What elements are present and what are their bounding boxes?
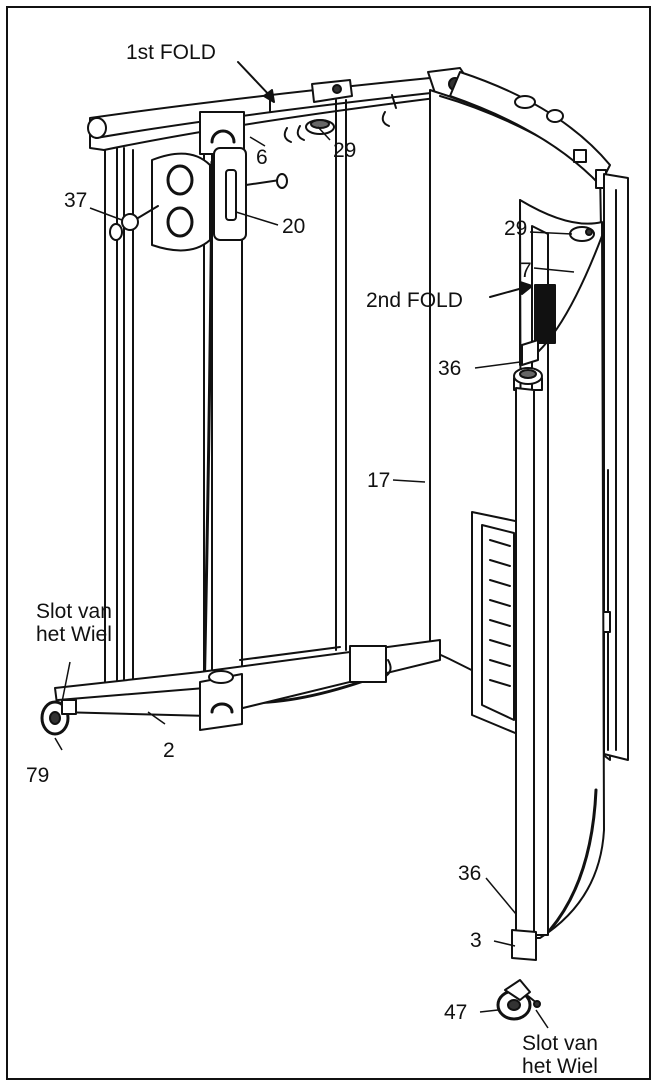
callout-part-47: 47 [444, 1001, 468, 1024]
callout-part-29-top: 29 [333, 139, 357, 162]
callout-1st-fold: 1st FOLD [126, 41, 216, 64]
hook [296, 125, 305, 141]
pop-pin-knob [109, 205, 159, 241]
weight-stack [471, 511, 521, 736]
pulley-plates [151, 147, 288, 252]
hook [381, 111, 390, 127]
left-wheel [40, 699, 77, 736]
callout-part-20: 20 [282, 215, 306, 238]
wheel-lock-left-line1: Slot van [36, 600, 112, 623]
fold1-arrowhead [263, 89, 275, 103]
callout-part-6: 6 [256, 146, 268, 169]
callout-part-29-right: 29 [504, 217, 528, 240]
cable [202, 160, 214, 702]
bottom-pulley-plate [199, 670, 243, 731]
fold2-arrowhead [519, 281, 533, 295]
callout-part-36-top: 36 [438, 357, 462, 380]
top-right-arm [449, 71, 611, 189]
callout-wheel-lock-right: Slot van het Wiel [522, 1032, 598, 1078]
callout-part-79: 79 [26, 764, 50, 787]
top-frame-rail [87, 77, 453, 151]
callout-part-7: 7 [520, 259, 532, 282]
hook-clip [391, 94, 397, 109]
diagram-frame [6, 6, 651, 1080]
callout-2nd-fold: 2nd FOLD [366, 289, 463, 312]
wheel-lock-right-line2: het Wiel [522, 1055, 598, 1079]
callout-part-17: 17 [367, 469, 391, 492]
hook [283, 127, 292, 143]
top-pulley [305, 79, 353, 135]
callout-wheel-lock-left: Slot van het Wiel [36, 600, 112, 646]
callout-part-3: 3 [470, 929, 482, 952]
callout-part-37: 37 [64, 189, 88, 212]
callout-part-36-bottom: 36 [458, 862, 482, 885]
wheel-lock-left-line2: het Wiel [36, 623, 112, 647]
leader-lines [54, 126, 575, 1029]
callout-part-2: 2 [163, 739, 175, 762]
bottom-frame [54, 639, 441, 717]
front-post [511, 387, 537, 961]
right-wheel [496, 979, 541, 1021]
wheel-lock-right-line1: Slot van [522, 1032, 598, 1055]
fold1-arrow [237, 61, 273, 99]
